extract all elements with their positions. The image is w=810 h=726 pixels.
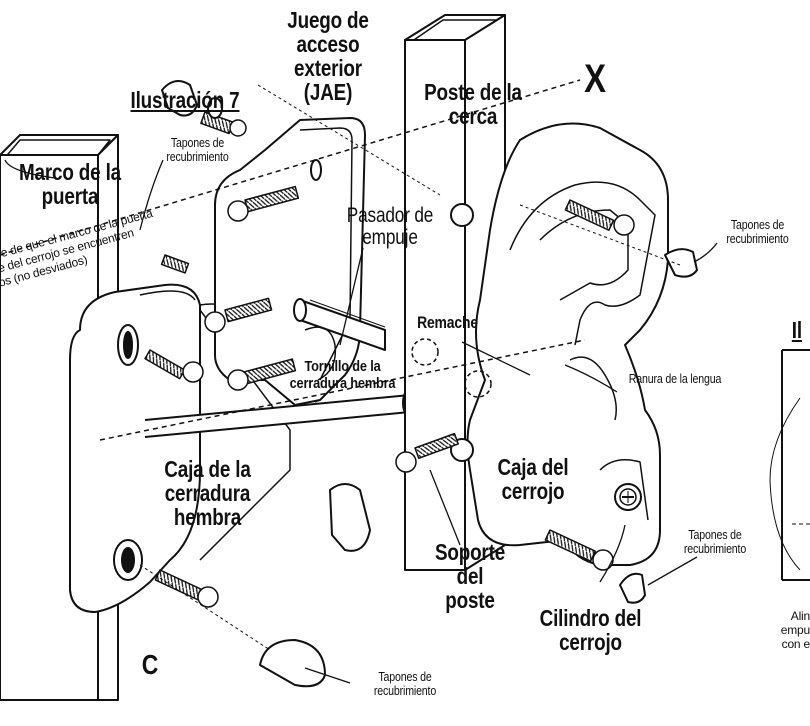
- label-caps-2: Tapones de recubrimiento: [726, 218, 789, 247]
- label-fence-post: Poste de la cerca: [424, 79, 522, 130]
- screw: [160, 254, 190, 274]
- illustration-title-right: Il: [791, 317, 802, 343]
- axis-mark: X: [584, 57, 606, 101]
- screw: [395, 432, 459, 473]
- note-line: empu: [780, 622, 810, 637]
- rivet: [411, 338, 492, 398]
- cover-caps: [161, 80, 698, 688]
- screw: [227, 358, 297, 391]
- right-inset-partial: [769, 349, 810, 581]
- alignment-note-right: Alin empu con e: [760, 609, 810, 651]
- alignment-lines: [0, 79, 681, 651]
- label-rivet: Remache: [417, 313, 478, 332]
- label-female-box: Caja de la cerradura hembra: [164, 456, 251, 531]
- label-female-screw: Tornillo de la cerradura hembra: [289, 358, 396, 393]
- label-caps-3: Tapones de recubrimiento: [683, 528, 747, 557]
- label-latch-cylinder: Cilindro del cerrojo: [539, 605, 642, 656]
- label-jae: Juego de acceso exterior (JAE): [287, 7, 369, 106]
- label-caps-4: Tapones de recubrimiento: [373, 670, 437, 699]
- screw: [204, 297, 273, 333]
- label-push-pin: Pasador de empuje: [346, 204, 434, 250]
- leader-lines: [4, 159, 718, 684]
- screw: [564, 199, 635, 236]
- gate-letter: C: [141, 649, 159, 680]
- note-line: Alin: [790, 609, 810, 623]
- jae-plate: [214, 117, 366, 406]
- note-line: con e: [781, 636, 810, 651]
- label-latch-box: Caja del cerrojo: [497, 454, 569, 505]
- label-gate-frame: Marco de la puerta: [19, 159, 121, 210]
- screw: [154, 569, 219, 608]
- illustration-title: Ilustración 7: [130, 87, 240, 113]
- label-tongue-slot: Ranura de la lengua: [628, 372, 722, 386]
- label-post-support: Soporte del poste: [434, 539, 506, 614]
- screw: [227, 185, 300, 222]
- screw: [200, 111, 247, 137]
- label-caps-1: Tapones de recubrimiento: [166, 136, 229, 165]
- screw: [144, 349, 204, 383]
